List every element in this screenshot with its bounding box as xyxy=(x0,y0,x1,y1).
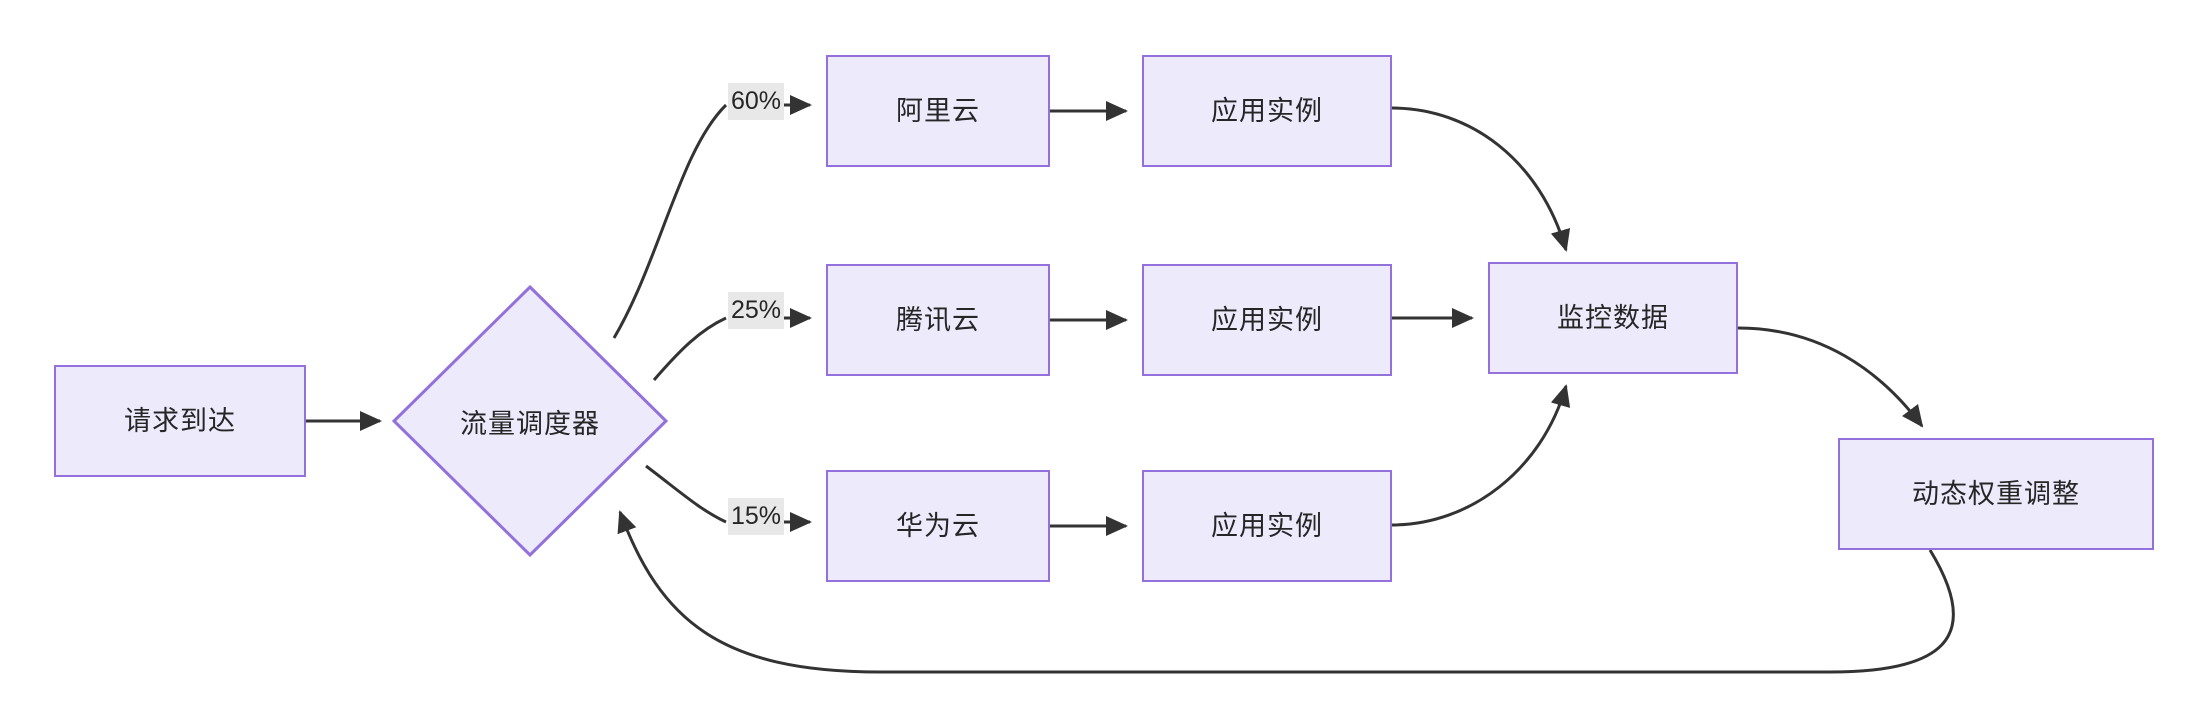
edge-app-huawei-to-monitor xyxy=(1391,384,1571,527)
node-aliyun[interactable]: 阿里云 xyxy=(826,55,1050,167)
node-label: 请求到达 xyxy=(124,405,236,436)
node-huawei-cloud[interactable]: 华为云 xyxy=(826,470,1050,582)
node-tencent-cloud[interactable]: 腾讯云 xyxy=(826,264,1050,376)
node-request-arrival[interactable]: 请求到达 xyxy=(54,365,306,477)
node-label: 华为云 xyxy=(896,510,980,541)
node-app-instance-huawei[interactable]: 应用实例 xyxy=(1142,470,1392,582)
edge-monitor-to-weight-adjust xyxy=(1737,326,1924,428)
node-label: 动态权重调整 xyxy=(1912,478,2080,509)
node-app-instance-tencent[interactable]: 应用实例 xyxy=(1142,264,1392,376)
edge-label-weight-huawei: 15% xyxy=(728,498,785,535)
edge-label-weight-tencent: 25% xyxy=(728,292,785,329)
edge-label-weight-aliyun: 60% xyxy=(728,83,785,120)
node-dynamic-weight-adjustment[interactable]: 动态权重调整 xyxy=(1838,438,2154,550)
node-label: 腾讯云 xyxy=(896,304,980,335)
node-label: 阿里云 xyxy=(896,95,980,126)
node-monitoring-data[interactable]: 监控数据 xyxy=(1488,262,1738,374)
edge-weight-adjust-to-scheduler-feedback xyxy=(617,510,1955,674)
edge-app-aliyun-to-monitor xyxy=(1391,106,1571,252)
node-label: 监控数据 xyxy=(1557,302,1669,333)
node-traffic-scheduler[interactable]: 流量调度器 xyxy=(392,285,668,557)
node-label: 应用实例 xyxy=(1211,95,1323,126)
node-label: 应用实例 xyxy=(1211,510,1323,541)
node-label: 应用实例 xyxy=(1211,304,1323,335)
node-app-instance-aliyun[interactable]: 应用实例 xyxy=(1142,55,1392,167)
diamond-shape xyxy=(392,285,668,557)
node-label: 流量调度器 xyxy=(460,408,600,439)
